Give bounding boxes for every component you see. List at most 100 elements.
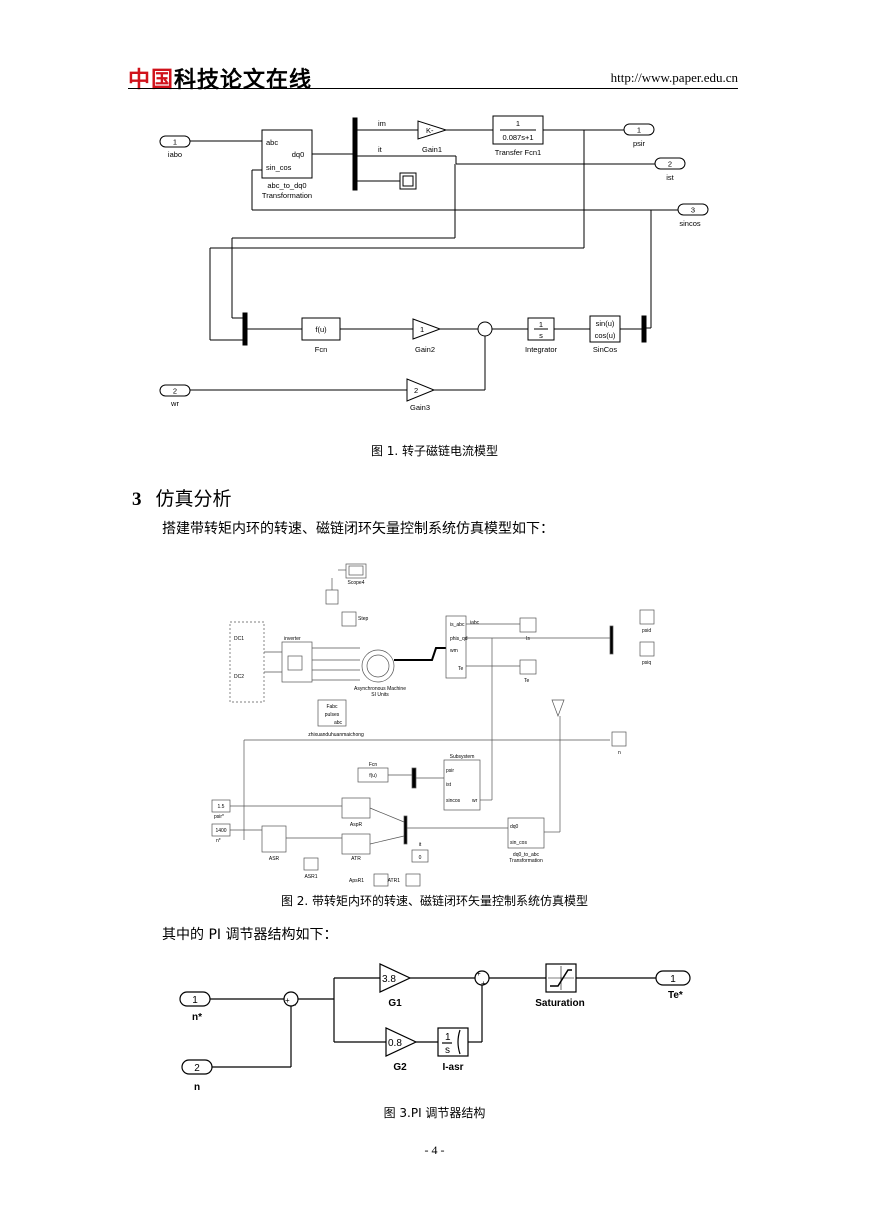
figure-3-diagram: 1 n* + - 3.8 G1 + + 0.8 G2 1 s I-asr Sat… [179,963,691,1093]
svg-text:1: 1 [637,126,641,135]
svg-text:ASR1: ASR1 [304,874,317,880]
svg-text:cos(u): cos(u) [595,331,616,340]
svg-text:wr: wr [472,798,478,804]
svg-text:+: + [285,996,290,1005]
svg-text:Te*: Te* [668,990,683,1001]
figure-2-diagram: Scope4 Step DC1 DC2 inverter Asynchronou… [211,563,655,887]
svg-text:abc_to_dq0: abc_to_dq0 [267,181,306,190]
svg-text:AspR: AspR [350,822,363,828]
svg-text:SI Units: SI Units [371,692,389,698]
outport-sincos [677,203,709,216]
svg-text:n: n [194,1082,200,1093]
svg-text:ist: ist [446,782,452,788]
svg-text:3.8: 3.8 [382,974,396,985]
svg-text:dq0_to_abc: dq0_to_abc [513,852,540,858]
svg-text:I-asr: I-asr [442,1062,463,1073]
svg-text:inverter: inverter [284,636,301,642]
svg-text:psir: psir [633,139,646,148]
svg-text:ASR: ASR [269,856,280,862]
svg-text:-: - [293,1000,296,1011]
svg-text:is_abc: is_abc [450,622,465,628]
svg-text:ApsR1: ApsR1 [349,878,364,884]
svg-text:Saturation: Saturation [535,998,584,1009]
svg-text:f(u): f(u) [369,773,377,779]
svg-text:f(u): f(u) [315,325,327,334]
svg-text:Asynchronous Machine: Asynchronous Machine [354,686,406,692]
svg-text:1: 1 [516,119,520,128]
svg-text:2: 2 [173,387,177,396]
header-url[interactable]: http://www.paper.edu.cn [610,70,738,85]
svg-text:s: s [539,331,543,340]
svg-text:DC1: DC1 [234,636,244,642]
svg-text:1: 1 [539,320,543,329]
svg-text:n*: n* [216,838,221,844]
svg-text:1.5: 1.5 [218,804,225,810]
svg-text:Is: Is [526,636,530,642]
svg-text:n: n [618,750,621,756]
pi-gain-g2 [385,1027,418,1057]
svg-text:it: it [419,842,422,848]
svg-text:0.8: 0.8 [388,1038,402,1049]
svg-text:sin_cos: sin_cos [510,840,527,846]
pi-integrator [437,1027,469,1057]
svg-text:sin(u): sin(u) [596,319,615,328]
figure-2-caption: 图 2. 带转矩内环的转速、磁链闭环矢量控制系统仿真模型 [280,894,589,908]
paragraph-1: 搭建带转矩内环的转速、磁链闭环矢量控制系统仿真模型如下： [162,521,554,537]
demux-bar [352,117,358,191]
svg-text:1: 1 [670,974,676,985]
svg-text:+: + [481,979,486,988]
svg-text:1400: 1400 [215,828,226,834]
svg-text:2: 2 [414,386,418,395]
svg-text:K-: K- [426,126,434,135]
svg-text:psir*: psir* [214,814,224,820]
svg-text:Gain2: Gain2 [415,345,435,354]
svg-text:G1: G1 [388,998,402,1009]
svg-text:im: im [378,119,386,128]
journal-logo: 中国科技论文在线 [128,68,313,93]
svg-text:phis_qd: phis_qd [450,636,468,642]
svg-text:abc: abc [266,138,278,147]
svg-text:psir: psir [446,768,454,774]
figure-3-caption: 图 3.PI 调节器结构 [383,1106,486,1120]
svg-text:1: 1 [192,995,198,1006]
svg-text:Gain1: Gain1 [422,145,442,154]
svg-text:sincos: sincos [446,798,461,804]
svg-text:Transformation: Transformation [262,191,312,200]
svg-text:G2: G2 [393,1062,407,1073]
gain2 [412,318,442,340]
outport-ist [654,157,686,170]
inport-num: 1 [173,138,177,147]
svg-text:Te: Te [524,678,530,684]
svg-text:s: s [445,1045,450,1056]
gain3 [406,378,436,402]
svg-text:pulses: pulses [325,712,340,718]
figure-1-diagram: 1 iabo abc dq0 sin_cos abc_to_dq0 Transf… [159,115,709,412]
header-rule [128,88,738,89]
svg-text:1: 1 [420,325,424,334]
svg-text:Scope4: Scope4 [348,580,365,586]
svg-text:ATR: ATR [351,856,361,862]
terminator [399,172,417,190]
gain1 [417,120,448,140]
svg-text:iabc: iabc [470,620,480,626]
svg-text:psiq: psiq [642,660,651,666]
svg-text:ist: ist [666,173,674,182]
svg-text:2: 2 [194,1063,200,1074]
svg-text:wm: wm [450,648,458,654]
svg-text:n*: n* [192,1012,202,1023]
svg-text:+: + [476,969,481,978]
svg-text:psid: psid [642,628,651,634]
svg-text:SinCos: SinCos [593,345,617,354]
svg-text:Transfer Fcn1: Transfer Fcn1 [495,148,541,157]
page-number: - 4 - [424,1143,445,1157]
svg-text:Fcn: Fcn [315,345,328,354]
svg-text:ATR1: ATR1 [388,878,401,884]
svg-text:dq0: dq0 [510,824,519,830]
svg-text:DC2: DC2 [234,674,244,680]
svg-text:sin_cos: sin_cos [266,163,292,172]
svg-text:abc: abc [334,720,343,726]
svg-text:2: 2 [668,160,672,169]
svg-text:Transformation: Transformation [509,858,543,864]
svg-text:0: 0 [419,855,422,861]
